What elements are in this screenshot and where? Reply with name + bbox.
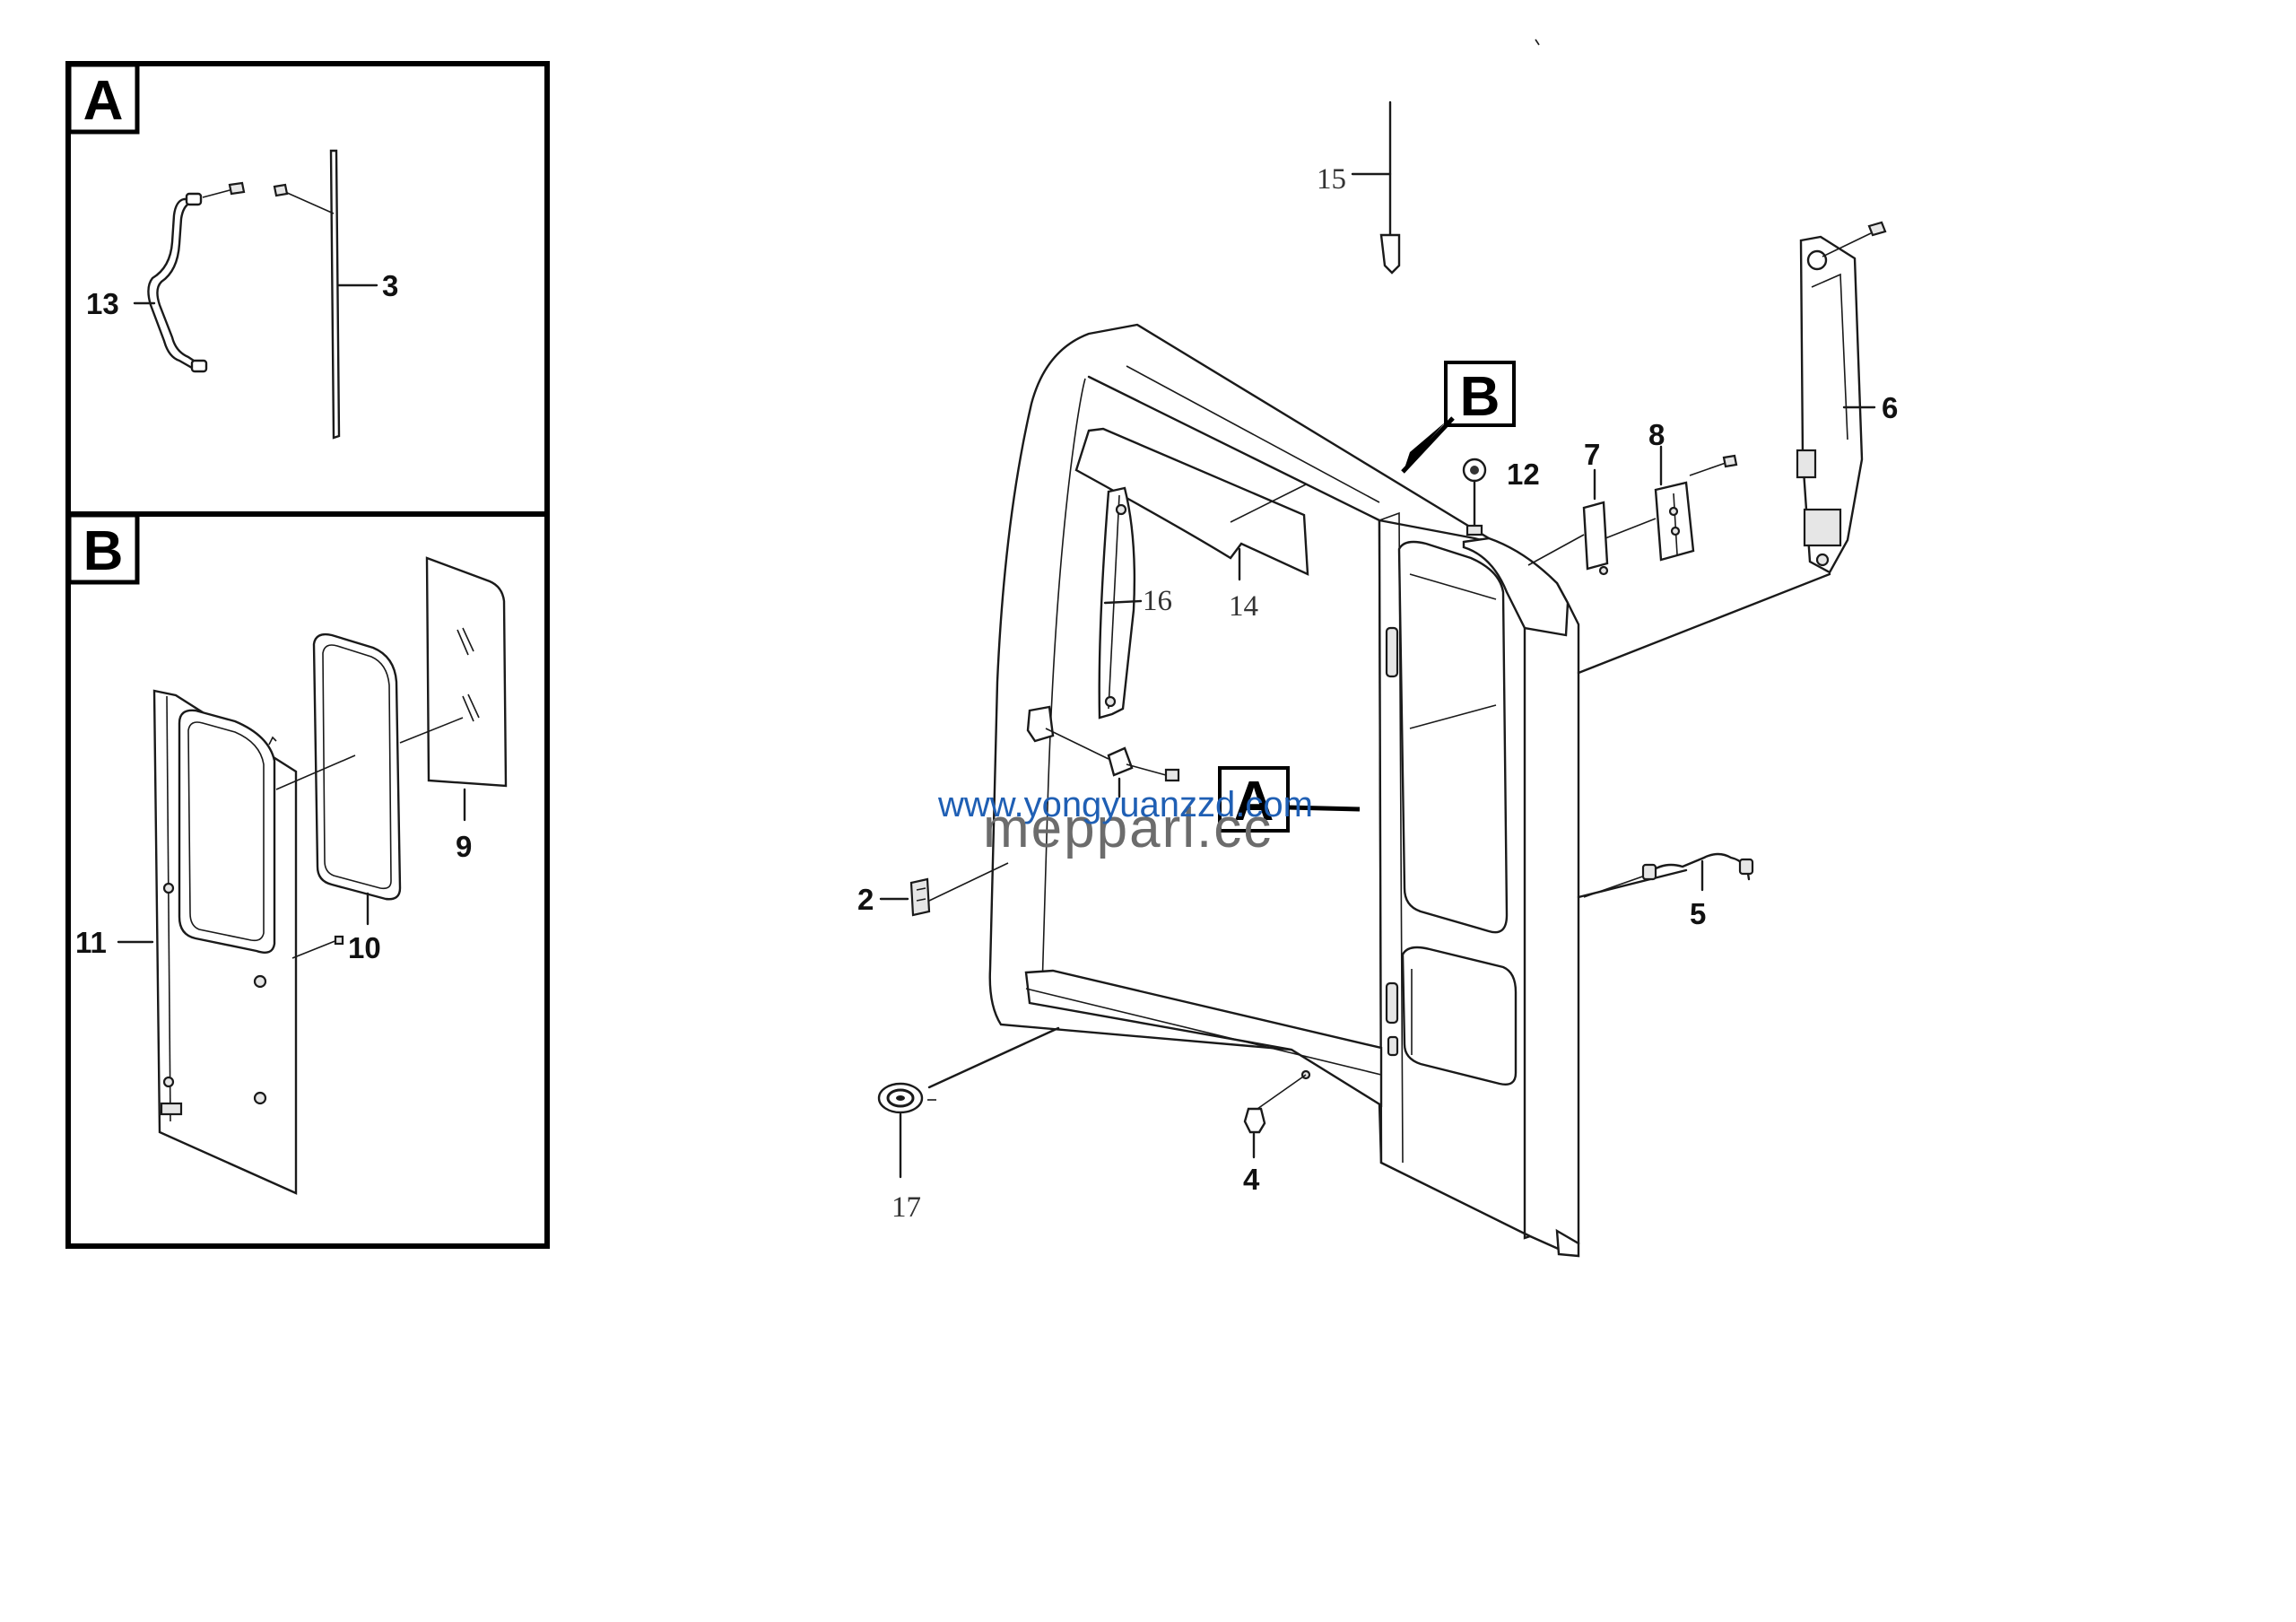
label-9: 9 [456, 830, 472, 863]
label-4: 4 [1243, 1163, 1260, 1196]
callout-a: A [1218, 766, 1361, 833]
bracket-part-7 [1527, 468, 1609, 576]
callout-b: B [1401, 361, 1516, 474]
strut-part-6 [1796, 221, 1887, 574]
label-14: 14 [1229, 590, 1258, 623]
label-12: 12 [1507, 458, 1540, 491]
clip-part-2 [879, 862, 1009, 917]
inset-b-letter: B [83, 520, 124, 582]
label-10: 10 [348, 931, 381, 964]
grommet-part-17 [877, 1026, 1060, 1179]
callout-b-letter: B [1460, 366, 1500, 428]
strip-part-3 [273, 149, 378, 440]
eye-bolt-part-12 [1462, 458, 1487, 536]
label-15: 15 [1317, 163, 1346, 196]
label-13: 13 [86, 287, 119, 320]
harness-part-5 [1583, 852, 1754, 898]
label-16: 16 [1143, 585, 1172, 617]
label-7: 7 [1584, 438, 1600, 471]
glass-part-9 [399, 556, 508, 822]
label-8: 8 [1648, 418, 1665, 451]
callout-a-letter: A [1234, 771, 1274, 833]
label-5: 5 [1690, 897, 1706, 930]
clip-bolt-assembly [1026, 705, 1180, 798]
glass-frame-part-10 [275, 632, 402, 926]
label-17: 17 [891, 1191, 921, 1224]
inset-a-letter: A [83, 70, 124, 132]
watermark-brand: mepparl.cc [983, 798, 1273, 859]
label-11: 11 [75, 926, 107, 959]
inset-a: A 13 3 [65, 61, 550, 517]
label-3: 3 [382, 269, 398, 302]
door-panel-part-11 [117, 689, 344, 1195]
main-cab-assembly: 15 [857, 39, 1898, 1258]
handrail-part-13 [133, 181, 246, 373]
fastener-part-4 [1243, 1069, 1311, 1159]
label-6: 6 [1882, 391, 1898, 424]
watermark-url: www.yongyuanzzd.com [937, 785, 1313, 824]
pillar-trim-part-16 [1098, 486, 1143, 719]
label-2: 2 [857, 883, 874, 916]
hinge-part-8 [1605, 445, 1738, 562]
inset-b: B 11 10 [65, 511, 550, 1249]
antenna-part-15 [1351, 39, 1540, 275]
